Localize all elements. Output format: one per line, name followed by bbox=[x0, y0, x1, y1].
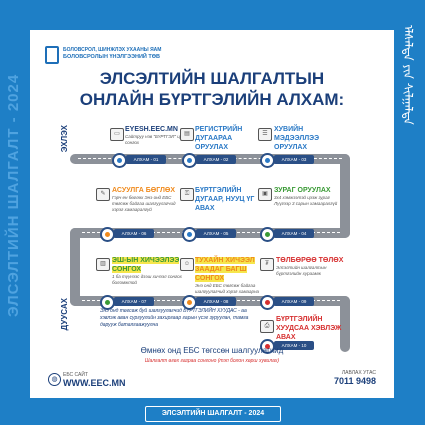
step-05-title: БҮРТГЭЛИЙН ДУГААР, НУУЦ ҮГ АВАХ bbox=[195, 187, 255, 212]
step-07-badge: АЛХАМ - 07 bbox=[114, 297, 154, 306]
globe-icon: ◍ bbox=[48, 373, 61, 386]
phone-label: ЛАВЛАХ УТАС bbox=[341, 370, 376, 376]
step-02-badge: АЛХАМ - 02 bbox=[196, 155, 236, 164]
left-vertical-text: ЭЛСЭЛТИЙН ШАЛГАЛТ - 2024 bbox=[5, 73, 22, 317]
teacher-icon: ☺ bbox=[180, 258, 194, 271]
step-03-badge: АЛХАМ - 03 bbox=[274, 155, 314, 164]
website-label: ЕБС САЙТ bbox=[63, 372, 89, 378]
step-04-badge: АЛХАМ - 04 bbox=[274, 229, 314, 238]
step-05-badge: АЛХАМ - 05 bbox=[196, 229, 236, 238]
step-04-pin bbox=[260, 227, 275, 242]
road-curve-left-1 bbox=[70, 228, 80, 306]
photo-icon: ▣ bbox=[258, 188, 272, 201]
step-04-title: ЗУРАГ ОРУУЛАХ bbox=[274, 187, 331, 194]
step-02-title: РЕГИСТРИЙН ДУГААРАА ОРУУЛАХ bbox=[195, 126, 243, 151]
step-09-pin bbox=[260, 295, 275, 310]
road-curve-right-1 bbox=[340, 154, 350, 238]
step-09-title: ТӨЛБӨРӨӨ ТӨЛӨХ bbox=[276, 257, 344, 264]
lock-icon: ⚿ bbox=[180, 188, 194, 201]
step-06-desc: Гэрч ен бөглөх Энэ онд ЕБС төгсөж байгаа… bbox=[112, 195, 176, 212]
info-note: Энэ онд төгсөж буй шалгуулагчид БҮРТГЭЛИ… bbox=[100, 308, 260, 329]
step-02-pin bbox=[182, 153, 197, 168]
end-label: ДУУСАХ bbox=[60, 298, 69, 331]
step-07-title: ЭШ-ЫН ХИЧЭЭЛЭЭ СОНГОХ bbox=[112, 257, 180, 273]
step-08-badge: АЛХАМ - 08 bbox=[196, 297, 236, 306]
step-01-desc: Сайтруу нэв "БҮРТГЭЛ" цэс сонгох bbox=[125, 134, 185, 145]
right-side-strip: ᠡᠯᠰᠡᠯᠲᠡ ᠶᠢᠨ ᠰᠢᠯᠭᠠᠯᠲᠠ bbox=[395, 0, 425, 425]
step-06: АСУУЛГА БӨГЛӨХ Гэрч ен бөглөх Энэ онд ЕБ… bbox=[112, 186, 182, 213]
phone-block: ЛАВЛАХ УТАС 7011 9498 bbox=[334, 370, 376, 386]
step-05: БҮРТГЭЛИЙН ДУГААР, НУУЦ ҮГ АВАХ bbox=[195, 186, 265, 213]
step-07: ЭШ-ЫН ХИЧЭЭЛЭЭ СОНГОХ 1 ба түүнээс дээш … bbox=[112, 256, 182, 286]
step-08-title: ТУХАЙН ХИЧЭЭЛ ЗААДАГ БАГШ СОНГОХ bbox=[195, 257, 255, 282]
step-06-title: АСУУЛГА БӨГЛӨХ bbox=[112, 187, 176, 194]
step-01: EYESH.EEC.MN Сайтруу нэв "БҮРТГЭЛ" цэс с… bbox=[125, 125, 195, 146]
start-label: ЭХЛЭХ bbox=[60, 125, 69, 153]
info-text: Энэ онд төгсөж буй шалгуулагчид БҮРТГЭЛИ… bbox=[100, 308, 249, 328]
step-01-pin bbox=[112, 153, 127, 168]
step-10-badge: АЛХАМ - 10 bbox=[274, 341, 314, 350]
road-curve-right-2 bbox=[340, 296, 350, 352]
infographic-card: БОЛОВСРОЛ, ШИНЖЛЭХ УХААНЫ ЯАМ БОЛОВСРОЛЫ… bbox=[30, 30, 394, 398]
phone-number[interactable]: 7011 9498 bbox=[333, 376, 376, 386]
user-list-icon: ☰ bbox=[258, 128, 272, 141]
left-side-strip: ЭЛСЭЛТИЙН ШАЛГАЛТ - 2024 bbox=[0, 0, 30, 425]
step-01-badge: АЛХАМ - 01 bbox=[126, 155, 166, 164]
org-line-2: БОЛОВСРОЛЫН ҮНЭЛГЭЭНИЙ ТӨВ bbox=[63, 54, 160, 60]
step-10-title: БҮРТГЭЛИЙН ХУУДСАА ХЭВЛЭЖ АВАХ bbox=[276, 316, 342, 341]
step-07-desc: 1 ба түүнээс дээш хичээл сонгох боломжто… bbox=[112, 274, 182, 285]
warning-note: Шалгалт өгөх газраа сонгоно (тэп болон х… bbox=[144, 358, 280, 364]
step-08: ТУХАЙН ХИЧЭЭЛ ЗААДАГ БАГШ СОНГОХ Энэ онд… bbox=[195, 256, 267, 295]
step-03-title: ХУВИЙН МЭДЭЭЛЛЭЭ ОРУУЛАХ bbox=[274, 126, 320, 151]
title-line-2: ОНЛАЙН БҮРТГЭЛИЙН АЛХАМ: bbox=[79, 90, 345, 109]
title-line-1: ЭЛСЭЛТИЙН ШАЛГАЛТЫН bbox=[99, 69, 325, 88]
payment-icon: ₮ bbox=[260, 258, 274, 271]
monitor-icon: ▭ bbox=[110, 128, 124, 141]
step-04: ЗУРАГ ОРУУЛАХ 3x4 хэмжээтэй цээж зураг Л… bbox=[274, 186, 342, 207]
bottom-bar: ЭЛСЭЛТИЙН ШАЛГАЛТ - 2024 bbox=[30, 398, 394, 425]
step-03-pin bbox=[260, 153, 275, 168]
page-title: ЭЛСЭЛТИЙН ШАЛГАЛТЫН ОНЛАЙН БҮРТГЭЛИЙН АЛ… bbox=[30, 68, 394, 110]
books-icon: ▥ bbox=[96, 258, 110, 271]
graduates-note: Өмнөх онд ЕБС төгссөн шалгуулагчид bbox=[140, 346, 284, 355]
org-line-1: БОЛОВСРОЛ, ШИНЖЛЭХ УХААНЫ ЯАМ bbox=[63, 47, 162, 53]
questionnaire-icon: ✎ bbox=[96, 188, 110, 201]
step-01-title: EYESH.EEC.MN bbox=[125, 126, 178, 133]
logo-icon bbox=[45, 46, 59, 64]
step-09-badge: АЛХАМ - 09 bbox=[274, 297, 314, 306]
step-04-desc: 3x4 хэмжээтэй цээж зураг Лүүгээр 3 сарын… bbox=[274, 195, 338, 206]
step-10: БҮРТГЭЛИЙН ХУУДСАА ХЭВЛЭЖ АВАХ bbox=[276, 315, 346, 342]
step-05-pin bbox=[182, 227, 197, 242]
step-06-badge: АЛХАМ - 06 bbox=[114, 229, 154, 238]
step-09-desc: Элсэлтийн шалгалтын бүртгэлийн хураамж bbox=[276, 265, 327, 276]
bottom-tag: ЭЛСЭЛТИЙН ШАЛГАЛТ - 2024 bbox=[145, 406, 281, 422]
step-02: РЕГИСТРИЙН ДУГААРАА ОРУУЛАХ bbox=[195, 125, 260, 152]
printer-icon: ⎙ bbox=[260, 320, 274, 333]
mongolian-script-text: ᠡᠯᠰᠡᠯᠲᠡ ᠶᠢᠨ ᠰᠢᠯᠭᠠᠯᠲᠠ bbox=[401, 25, 415, 125]
step-09: ТӨЛБӨРӨӨ ТӨЛӨХ Элсэлтийн шалгалтын бүртг… bbox=[276, 256, 344, 277]
step-08-desc: Энэ онд ЕБС төгсөж байгаа шалгуулагчид х… bbox=[195, 283, 260, 294]
org-name: БОЛОВСРОЛ, ШИНЖЛЭХ УХААНЫ ЯАМ БОЛОВСРОЛЫ… bbox=[63, 47, 161, 61]
step-06-pin bbox=[100, 227, 115, 242]
website-link[interactable]: WWW.EEC.MN bbox=[63, 378, 126, 388]
id-card-icon: ▤ bbox=[180, 128, 194, 141]
step-03: ХУВИЙН МЭДЭЭЛЛЭЭ ОРУУЛАХ bbox=[274, 125, 342, 152]
